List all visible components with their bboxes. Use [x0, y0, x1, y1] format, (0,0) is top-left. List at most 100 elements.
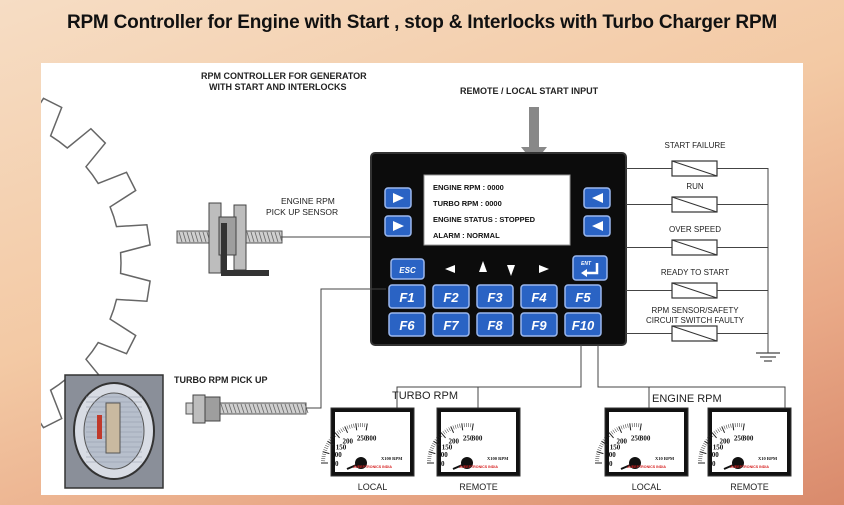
gauge-tick-label: 200: [617, 438, 628, 446]
relay-output-2: RUN: [626, 182, 768, 213]
relay-label: RPM SENSOR/SAFETY: [651, 306, 739, 315]
left-side-key-down[interactable]: [384, 215, 412, 237]
function-key-f4[interactable]: F4: [520, 284, 558, 309]
turbo-rpm-group-label: TURBO RPM: [392, 390, 458, 402]
function-key-f2[interactable]: F2: [432, 284, 470, 309]
ent-label: ENT: [581, 261, 592, 267]
gauge-tick-label: 150: [610, 443, 621, 451]
lcd-turbo-rpm: TURBO RPM : 0000: [433, 199, 502, 208]
gauge-scale-label: X10 RPM: [655, 456, 675, 461]
nav-left-icon[interactable]: [445, 265, 455, 273]
turbo-rpm-sensor-icon: [185, 394, 309, 424]
arrow-left-icon: [592, 193, 603, 203]
gauge-brand-label: AVEEPTRONICS INDIA: [353, 465, 392, 469]
gauge-tick-label: 50: [709, 460, 717, 468]
relay-label: READY TO START: [661, 268, 729, 277]
lcd-engine-status: ENGINE STATUS : STOPPED: [433, 215, 536, 224]
lcd-alarm: ALARM : NORMAL: [433, 231, 500, 240]
right-side-key-up[interactable]: [583, 187, 611, 209]
engine-sensor-label-line2: PICK UP SENSOR: [266, 207, 338, 217]
function-key-label: F6: [399, 318, 415, 333]
diagram-panel: RPM CONTROLLER FOR GENERATOR WITH START …: [41, 63, 803, 495]
gauge-tick-label: 250: [463, 434, 474, 442]
relay-output-1: START FAILURE: [626, 141, 768, 177]
gauge-tick-label: 150: [713, 443, 724, 451]
enter-arrow-icon: [584, 263, 599, 275]
function-key-label: F7: [443, 318, 459, 333]
function-key-label: F3: [487, 290, 503, 305]
function-key-label: F8: [487, 318, 503, 333]
function-key-f9[interactable]: F9: [520, 312, 558, 337]
nav-up-icon[interactable]: [479, 261, 487, 272]
gauge-tick-label: 150: [336, 443, 347, 451]
gauge-tick-label: 150: [442, 443, 453, 451]
diagram-heading-line1: RPM CONTROLLER FOR GENERATOR: [201, 71, 367, 81]
arrow-right-icon: [393, 193, 404, 203]
function-key-f7[interactable]: F7: [432, 312, 470, 337]
gauge-tick-label: 100: [605, 451, 616, 459]
gauge-brand-label: AVEEPTRONICS INDIA: [730, 465, 769, 469]
engine-rpm-group-label: ENGINE RPM: [652, 393, 722, 405]
relay-output-4: READY TO START: [626, 268, 768, 299]
engine-rpm-sensor-icon: [176, 202, 283, 276]
arrow-left-icon: [592, 221, 603, 231]
function-key-f6[interactable]: F6: [388, 312, 426, 337]
relay-label: CIRCUIT SWITCH FAULTY: [646, 316, 745, 325]
relay-label: OVER SPEED: [669, 225, 721, 234]
gauge-brand-label: AVEEPTRONICS INDIA: [627, 465, 666, 469]
remote-start-input-label: REMOTE / LOCAL START INPUT: [460, 86, 599, 96]
gauge-brand-label: AVEEPTRONICS INDIA: [459, 465, 498, 469]
function-key-f3[interactable]: F3: [476, 284, 514, 309]
gauge-tick-label: 300: [743, 434, 754, 442]
gauge-tick-label: 250: [357, 434, 368, 442]
function-key-f8[interactable]: F8: [476, 312, 514, 337]
relay-label: START FAILURE: [665, 141, 726, 150]
function-key-f5[interactable]: F5: [564, 284, 602, 309]
gauge-scale-label: X100 RPM: [381, 456, 403, 461]
right-side-key-down[interactable]: [583, 215, 611, 237]
function-key-label: F5: [575, 290, 591, 305]
esc-button[interactable]: ESC: [390, 258, 425, 280]
gauge-tick-label: 50: [606, 460, 614, 468]
gauge-tick-label: 250: [631, 434, 642, 442]
gauge-tick-label: 100: [437, 451, 448, 459]
engine-sensor-label-line1: ENGINE RPM: [281, 196, 335, 206]
function-key-f10[interactable]: F10: [564, 312, 602, 337]
gauge-scale-label: X100 RPM: [487, 456, 509, 461]
gauge-tick-label: 200: [343, 438, 354, 446]
nav-right-icon[interactable]: [539, 265, 549, 273]
gauge-tick-label: 300: [640, 434, 651, 442]
gauge-location-label: REMOTE: [459, 482, 498, 492]
function-key-label: F4: [531, 290, 547, 305]
relay-output-3: OVER SPEED: [626, 225, 768, 256]
gauge-tick-label: 50: [332, 460, 340, 468]
gauge-tick-label: 100: [708, 451, 719, 459]
gauge-tick-label: 200: [720, 438, 731, 446]
gauge-scale-label: X10 RPM: [758, 456, 778, 461]
function-key-label: F9: [531, 318, 547, 333]
diagram-heading-line2: WITH START AND INTERLOCKS: [209, 82, 347, 92]
relay-label: RUN: [686, 182, 704, 191]
turbo-pickup-label: TURBO RPM PICK UP: [174, 375, 268, 385]
nav-down-icon[interactable]: [507, 265, 515, 276]
gauge-tick-label: 50: [438, 460, 446, 468]
ground-icon: [756, 338, 780, 362]
function-key-label: F1: [399, 290, 414, 305]
esc-label: ESC: [399, 266, 416, 275]
lcd-screen: [423, 174, 571, 246]
turbocharger-photo: [64, 374, 164, 489]
left-side-key-up[interactable]: [384, 187, 412, 209]
ent-button[interactable]: ENT: [572, 255, 608, 281]
function-key-label: F2: [443, 290, 459, 305]
arrow-right-icon: [393, 221, 404, 231]
gauge-location-label: REMOTE: [730, 482, 769, 492]
page-title: RPM Controller for Engine with Start , s…: [66, 12, 778, 33]
function-key-f1[interactable]: F1: [388, 284, 426, 309]
gauge-tick-label: 300: [472, 434, 483, 442]
